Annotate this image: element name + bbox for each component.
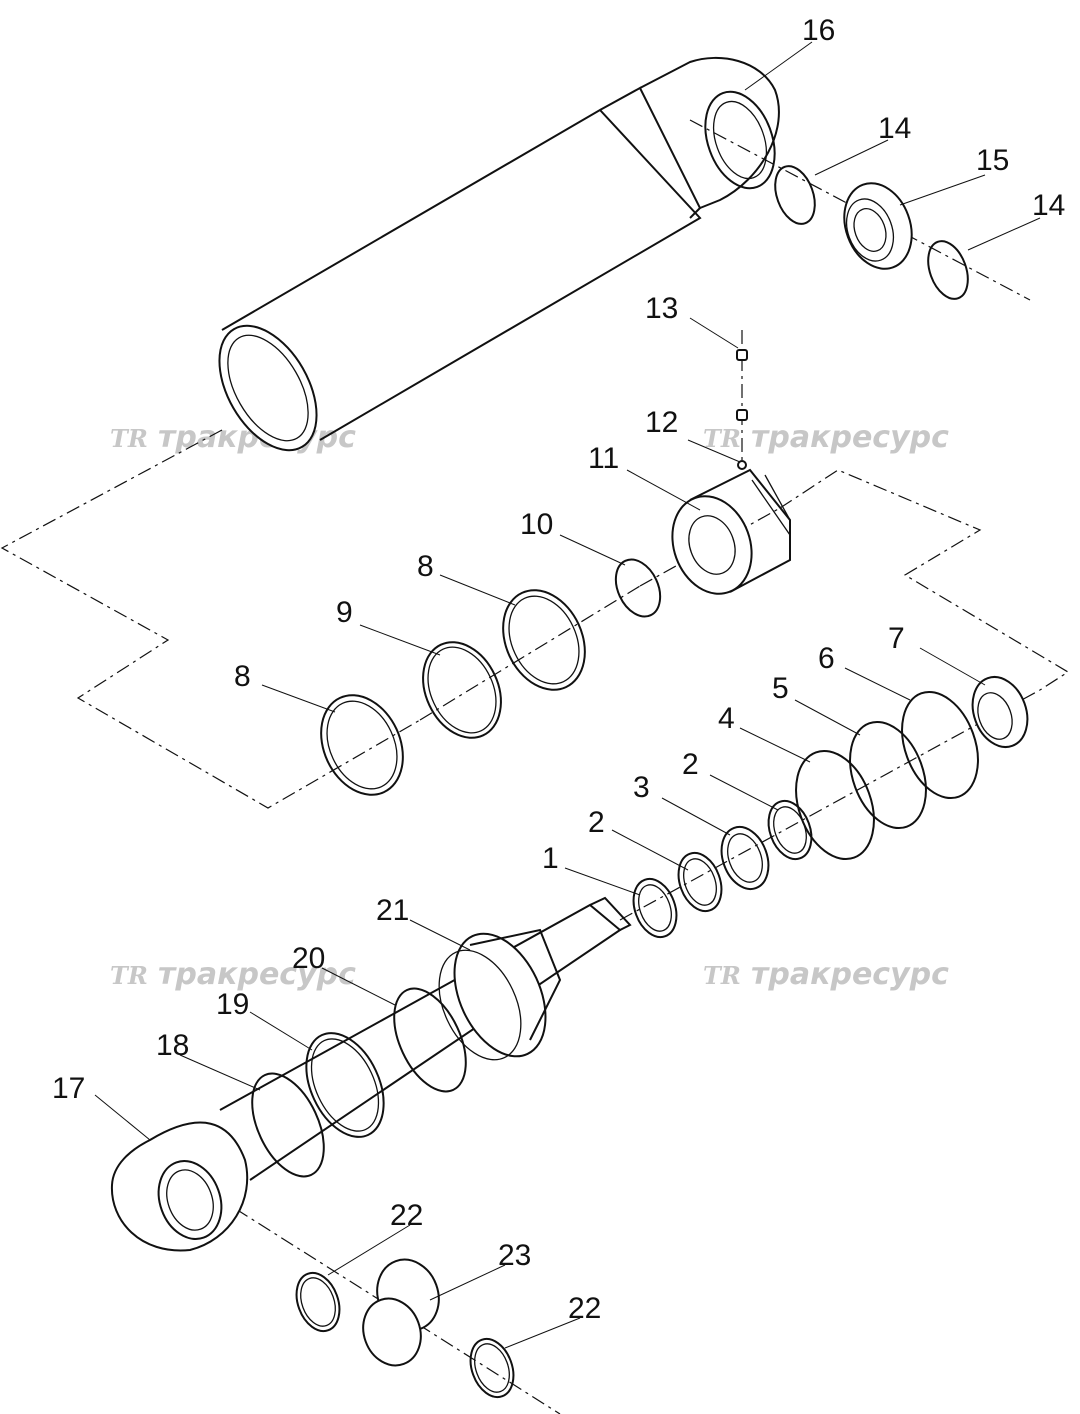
ring-8-upper <box>502 589 586 691</box>
label-18: 18 <box>156 1029 189 1062</box>
label-4: 4 <box>718 702 735 735</box>
circlip-lower <box>927 240 969 300</box>
ring-19 <box>305 1032 385 1138</box>
label-21: 21 <box>376 894 409 927</box>
watermark-1: TR тракресурс <box>110 420 356 455</box>
label-22-lower: 22 <box>568 1292 601 1325</box>
circlip-22-lower <box>469 1337 515 1399</box>
watermark-2: TR тракресурс <box>703 420 949 455</box>
piston <box>671 468 791 595</box>
watermark-logo: TR <box>110 424 148 453</box>
label-2-left: 2 <box>588 806 605 839</box>
watermark-3: TR тракресурс <box>110 957 356 992</box>
rod-eye <box>110 1121 249 1252</box>
label-14-lower: 14 <box>1032 189 1065 222</box>
spherical-bearing <box>843 182 913 270</box>
circlip-22-upper <box>295 1271 341 1333</box>
assembly-path-lower <box>189 689 1041 1414</box>
ring-3 <box>720 826 770 890</box>
piston-rod <box>219 896 632 1181</box>
watermark-logo: TR <box>703 424 741 453</box>
label-19: 19 <box>216 988 249 1021</box>
ring-20 <box>393 987 467 1093</box>
ring-1 <box>632 877 678 939</box>
bushing-23 <box>362 1258 440 1367</box>
ring-2-right <box>767 799 813 861</box>
ring-8-lower <box>320 694 404 796</box>
part-labels: 16 14 15 14 13 12 11 10 8 9 8 7 6 5 4 2 … <box>52 14 1065 1325</box>
label-8-upper: 8 <box>417 550 434 583</box>
label-14-upper: 14 <box>878 112 911 145</box>
label-2-right: 2 <box>682 748 699 781</box>
label-6: 6 <box>818 642 835 675</box>
label-3: 3 <box>633 771 650 804</box>
watermark-logo: TR <box>110 961 148 990</box>
watermark-text: тракресурс <box>751 957 949 992</box>
label-13: 13 <box>645 292 678 325</box>
label-5: 5 <box>772 672 789 705</box>
watermark-text: тракресурс <box>751 420 949 455</box>
label-11: 11 <box>588 442 619 475</box>
label-10: 10 <box>520 508 553 541</box>
ring-4 <box>795 749 875 861</box>
ring-10 <box>614 558 662 618</box>
set-screw <box>736 349 748 421</box>
label-7: 7 <box>888 622 905 655</box>
label-22-upper: 22 <box>390 1199 423 1232</box>
label-20: 20 <box>292 942 325 975</box>
label-12: 12 <box>645 406 678 439</box>
label-16: 16 <box>802 14 835 47</box>
watermark-logo: TR <box>703 961 741 990</box>
watermark-text: тракресурс <box>158 957 356 992</box>
leader-lines <box>94 41 1041 1349</box>
ring-5 <box>849 720 927 830</box>
ring-2-left <box>677 851 723 913</box>
label-8-lower: 8 <box>234 660 251 693</box>
label-1: 1 <box>542 842 559 875</box>
ring-9 <box>422 641 502 739</box>
watermark-4: TR тракресурс <box>703 957 949 992</box>
ring-18 <box>251 1072 325 1178</box>
label-9: 9 <box>336 596 353 629</box>
assembly-path-upper <box>0 330 1070 809</box>
label-17: 17 <box>52 1072 85 1105</box>
ring-7 <box>971 676 1029 748</box>
circlip-upper <box>774 165 816 225</box>
label-23: 23 <box>498 1239 531 1272</box>
ring-6 <box>901 690 979 800</box>
label-15: 15 <box>976 144 1009 177</box>
steel-ball <box>737 460 747 470</box>
